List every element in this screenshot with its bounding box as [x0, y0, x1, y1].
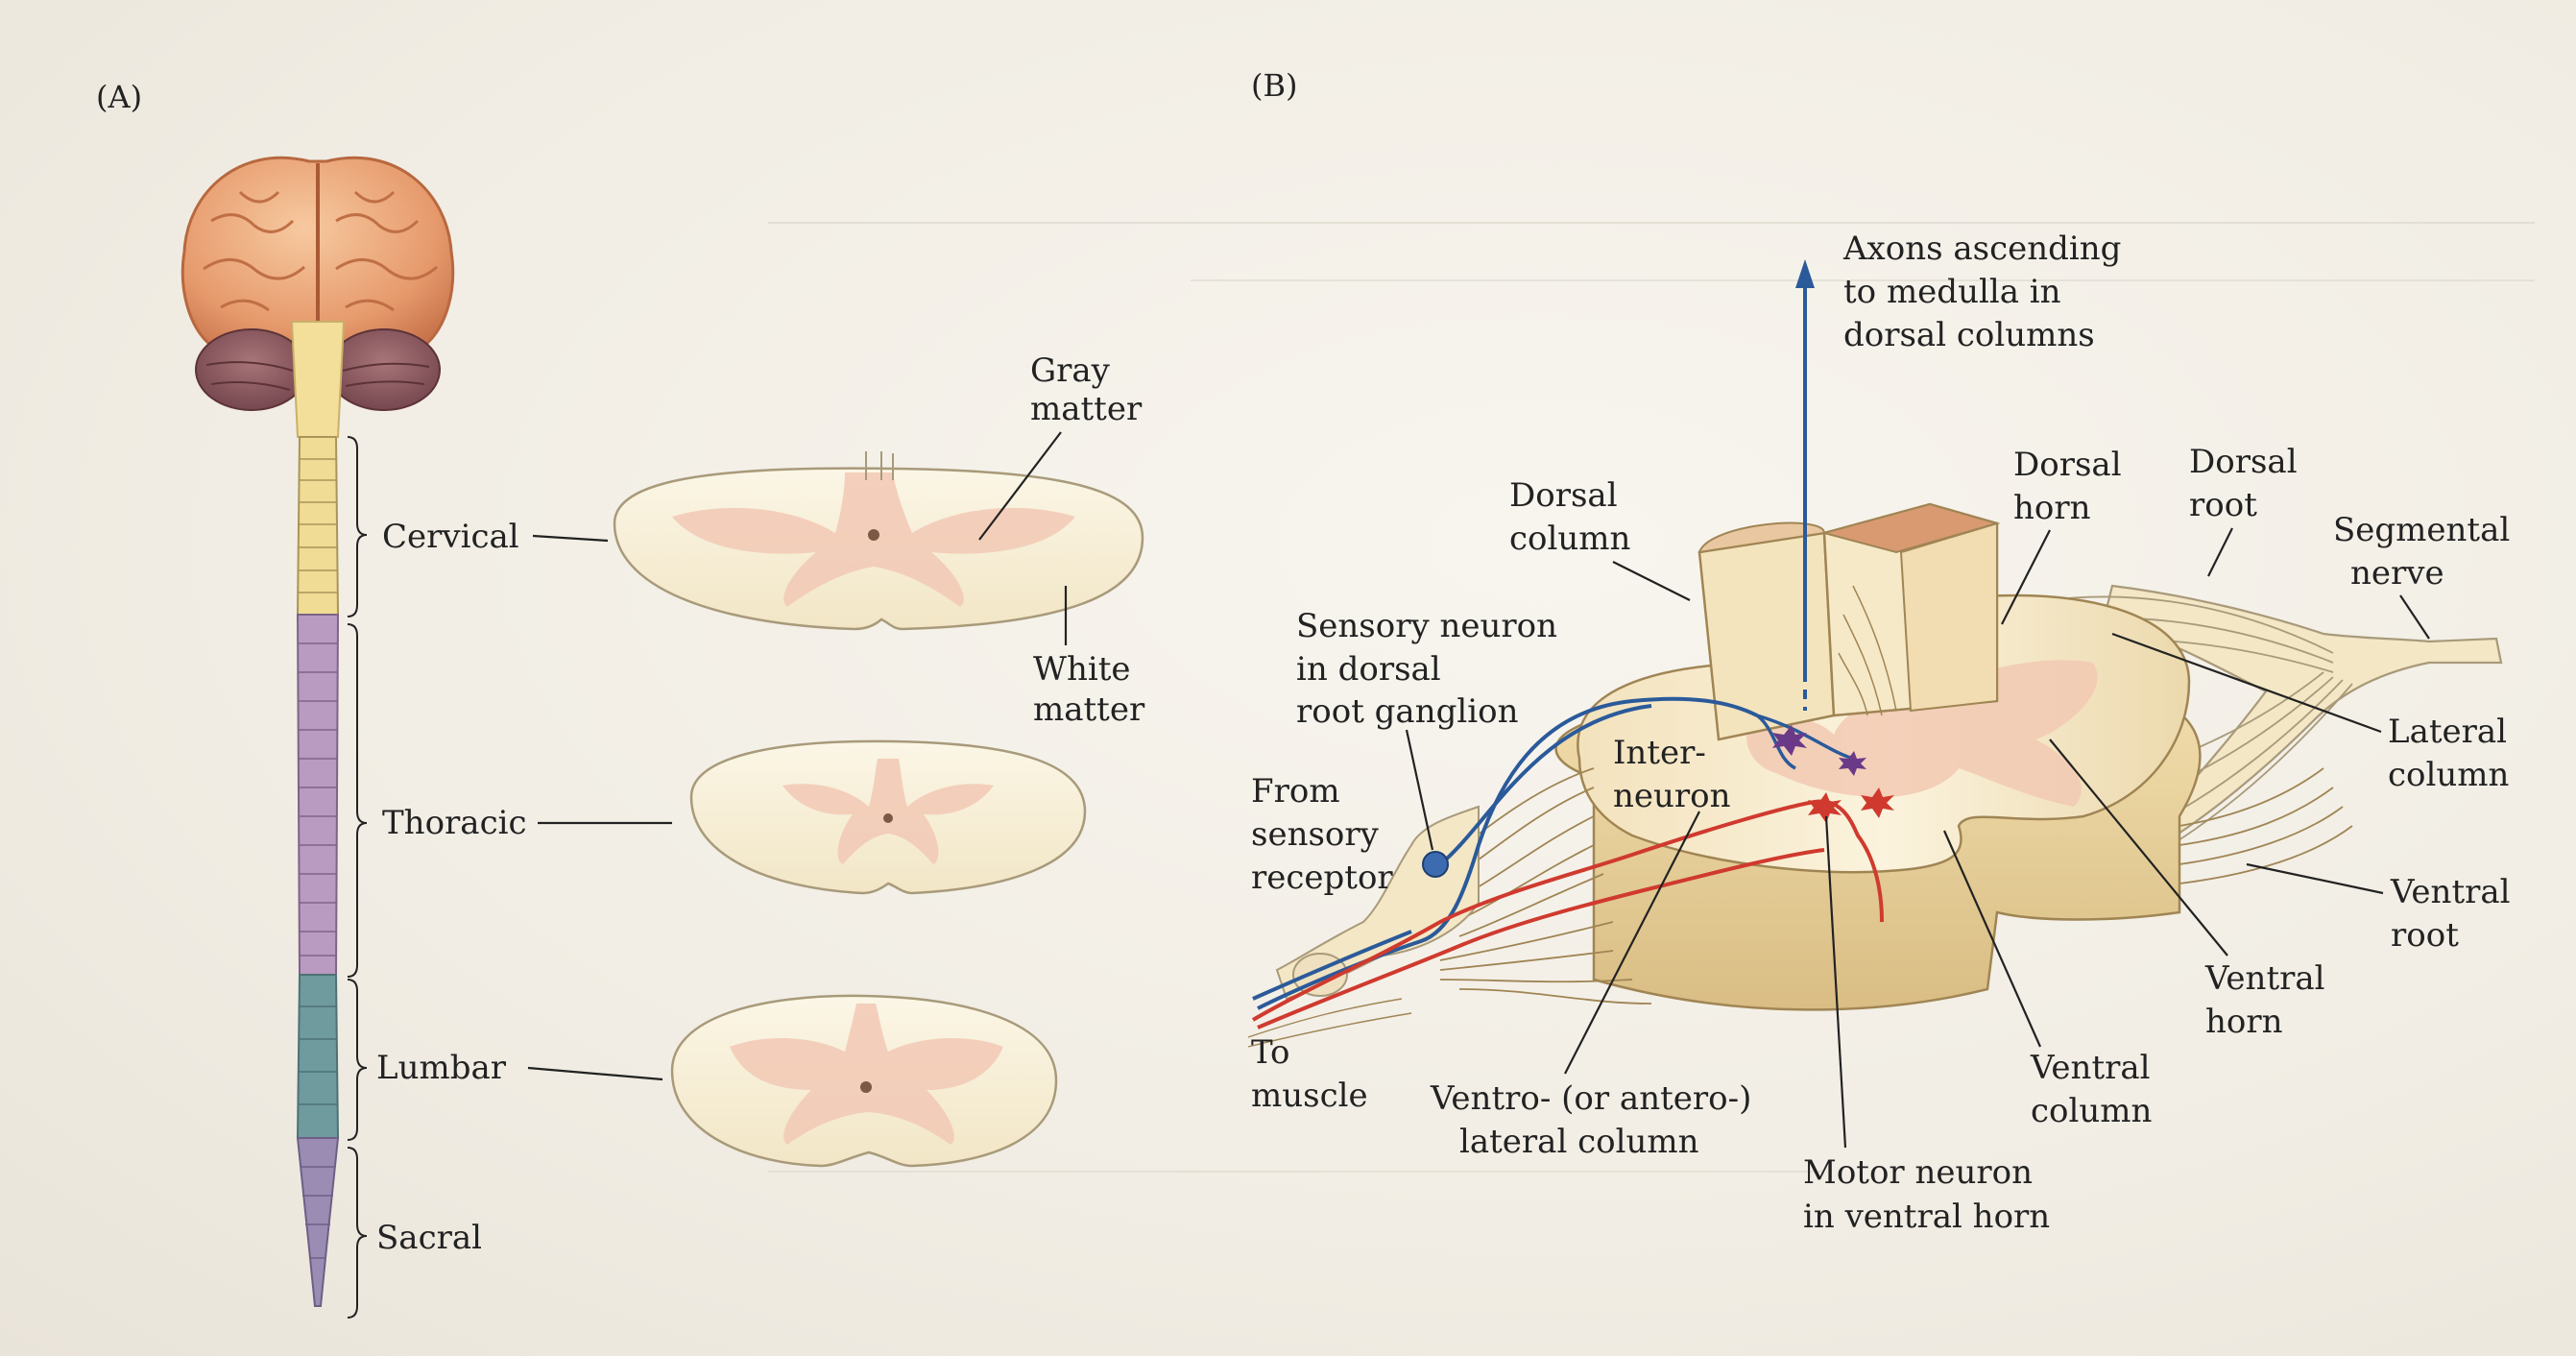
panel-b-label: (B) [1251, 67, 1297, 104]
leader-dorsal-horn [2001, 529, 2051, 625]
label-from-receptor-2: sensory [1251, 815, 1380, 854]
label-gray-matter-1: Gray [1030, 351, 1111, 390]
label-ventrolateral-1: Ventro- (or antero-) [1430, 1079, 1751, 1118]
label-cervical: Cervical [382, 518, 519, 556]
label-lateral-column-1: Lateral [2388, 713, 2507, 751]
ascending-axon-arrow [1795, 259, 1815, 711]
brain-illustration [181, 156, 455, 438]
section-thoracic [689, 739, 1087, 895]
label-white-matter-1: White [1033, 650, 1131, 689]
label-to-muscle-1: To [1251, 1033, 1290, 1072]
label-interneuron-1: Inter- [1613, 734, 1706, 772]
label-thoracic: Thoracic [382, 804, 527, 842]
label-segmental-nerve-1: Segmental [2333, 511, 2510, 549]
leader-dorsal-root [2207, 527, 2233, 577]
label-lateral-column-2: column [2388, 756, 2509, 794]
label-dorsal-root-2: root [2189, 486, 2257, 524]
label-ventrolateral-2: lateral column [1459, 1123, 1699, 1161]
leader-gray-matter [978, 431, 1062, 541]
label-lumbar: Lumbar [376, 1049, 507, 1087]
label-motor-neuron-1: Motor neuron [1803, 1153, 2033, 1192]
label-segmental-nerve-2: nerve [2350, 554, 2444, 593]
label-white-matter-2: matter [1033, 690, 1145, 729]
leader-cervical [532, 534, 609, 543]
panel-a-label: (A) [96, 79, 142, 115]
region-braces [347, 436, 368, 1319]
leader-ventrolateral [1564, 811, 1700, 1075]
leader-dorsal-column [1612, 561, 1691, 601]
label-ventral-horn-1: Ventral [2204, 959, 2325, 998]
label-gray-matter-2: matter [1030, 390, 1143, 428]
label-dorsal-horn-2: horn [2013, 489, 2091, 527]
leader-lateral-column [2111, 632, 2382, 734]
label-sensory-neuron-3: root ganglion [1296, 692, 1518, 731]
neuron-cells [1772, 725, 1894, 823]
label-dorsal-column-1: Dorsal [1509, 476, 1618, 515]
label-from-receptor-1: From [1251, 772, 1340, 811]
section-lumbar [670, 994, 1058, 1168]
label-sacral: Sacral [376, 1219, 482, 1257]
label-interneuron-2: neuron [1613, 777, 1731, 815]
section-cervical [613, 451, 1144, 631]
leader-sensory-neuron [1405, 729, 1434, 851]
label-ventral-column-2: column [2031, 1092, 2152, 1130]
leader-lumbar [527, 1066, 663, 1081]
leader-ventral-horn [2049, 739, 2228, 956]
ganglion-cell-body [1422, 851, 1449, 878]
label-motor-neuron-2: in ventral horn [1803, 1198, 2050, 1236]
background-bleed [768, 222, 2535, 1173]
leader-motor-neuron [1824, 815, 1847, 1149]
label-ventral-horn-2: horn [2205, 1003, 2283, 1041]
leader-ventral-column [1942, 830, 2042, 1048]
cord-segment [1439, 502, 2353, 1011]
label-from-receptor-3: receptor [1251, 859, 1393, 897]
label-dorsal-column-2: column [1509, 520, 1630, 558]
label-dorsal-horn-1: Dorsal [2013, 446, 2122, 484]
label-dorsal-root-1: Dorsal [2189, 443, 2298, 481]
label-axons-2: to medulla in [1843, 273, 2061, 311]
leader-ventral-root [2246, 862, 2384, 895]
motor-fibers [1251, 799, 1884, 1029]
spinal-column [296, 436, 340, 1307]
label-axons-3: dorsal columns [1843, 316, 2095, 354]
label-ventral-column-1: Ventral [2030, 1049, 2151, 1087]
label-to-muscle-2: muscle [1251, 1077, 1368, 1115]
label-ventral-root-1: Ventral [2390, 873, 2511, 911]
leader-segmental-nerve [2399, 594, 2430, 640]
label-ventral-root-2: root [2391, 916, 2459, 955]
label-sensory-neuron-1: Sensory neuron [1296, 607, 1557, 645]
segmental-nerve [1977, 584, 2503, 856]
label-axons-1: Axons ascending [1842, 230, 2121, 268]
label-sensory-neuron-2: in dorsal [1296, 650, 1441, 689]
